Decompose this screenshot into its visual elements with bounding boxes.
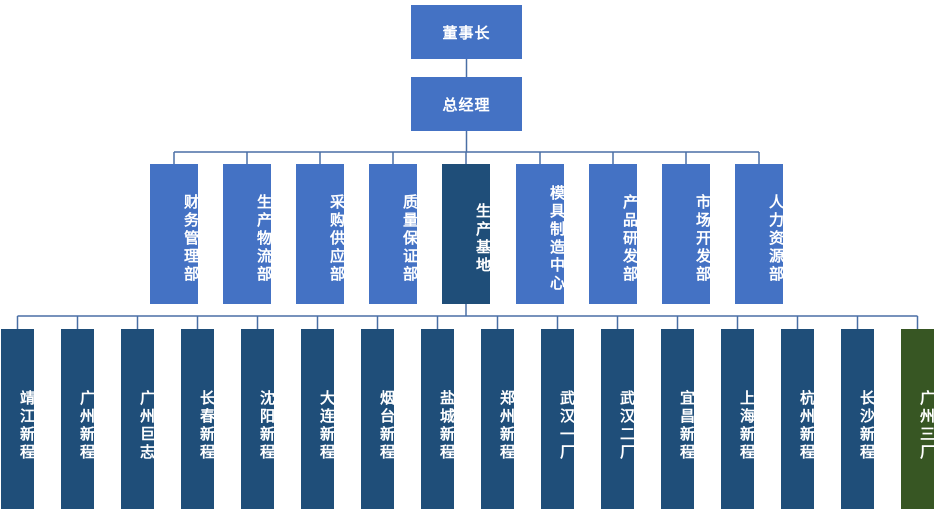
- department-box: 采购供应部: [296, 164, 346, 304]
- plant-label: 广州新程: [78, 390, 96, 462]
- plant-label: 武汉一厂: [558, 390, 576, 462]
- plant-box: 长沙新程: [841, 329, 876, 509]
- department-box: 生产基地: [442, 164, 492, 304]
- department-label: 人力资源部: [767, 194, 785, 284]
- department-label: 生产物流部: [255, 194, 273, 284]
- department-box: 产品研发部: [589, 164, 639, 304]
- plant-box: 大连新程: [301, 329, 336, 509]
- plant-label: 杭州新程: [798, 390, 816, 462]
- plant-box: 郑州新程: [481, 329, 516, 509]
- plant-box: 盐城新程: [421, 329, 456, 509]
- chairman-box: 董事长: [411, 5, 522, 59]
- plant-box: 武汉一厂: [541, 329, 576, 509]
- department-box: 财务管理部: [150, 164, 200, 304]
- plant-label: 郑州新程: [498, 390, 516, 462]
- plant-box: 广州巨志: [121, 329, 156, 509]
- department-label: 财务管理部: [182, 194, 200, 284]
- plant-box: 上海新程: [721, 329, 756, 509]
- plant-label: 武汉二厂: [618, 390, 636, 462]
- plant-label: 宜昌新程: [678, 390, 696, 462]
- plant-box: 长春新程: [181, 329, 216, 509]
- plant-label: 长沙新程: [858, 390, 876, 462]
- plant-label: 广州巨志: [138, 390, 156, 462]
- chairman-label: 董事长: [442, 23, 491, 42]
- plant-label: 沈阳新程: [258, 390, 276, 462]
- department-box: 生产物流部: [223, 164, 273, 304]
- plant-box: 广州新程: [61, 329, 96, 509]
- plant-label: 烟台新程: [378, 390, 396, 462]
- general-manager-label: 总经理: [442, 95, 491, 114]
- department-label: 产品研发部: [621, 194, 639, 284]
- plant-box: 广州三厂: [901, 329, 936, 509]
- department-label: 市场开发部: [694, 194, 712, 284]
- department-box: 质量保证部: [369, 164, 419, 304]
- plant-label: 靖江新程: [18, 390, 36, 462]
- plant-box: 杭州新程: [781, 329, 816, 509]
- plant-label: 长春新程: [198, 390, 216, 462]
- plant-box: 靖江新程: [1, 329, 36, 509]
- plant-label: 盐城新程: [438, 390, 456, 462]
- plant-box: 武汉二厂: [601, 329, 636, 509]
- department-label: 质量保证部: [401, 194, 419, 284]
- general-manager-box: 总经理: [411, 77, 522, 131]
- plant-box: 沈阳新程: [241, 329, 276, 509]
- department-box: 人力资源部: [735, 164, 785, 304]
- department-label: 模具制造中心: [548, 185, 566, 293]
- plant-box: 宜昌新程: [661, 329, 696, 509]
- plant-label: 广州三厂: [918, 390, 936, 462]
- department-label: 生产基地: [474, 203, 492, 275]
- plant-label: 大连新程: [318, 390, 336, 462]
- department-box: 市场开发部: [662, 164, 712, 304]
- department-box: 模具制造中心: [516, 164, 566, 304]
- plant-box: 烟台新程: [361, 329, 396, 509]
- plant-label: 上海新程: [738, 390, 756, 462]
- department-label: 采购供应部: [328, 194, 346, 284]
